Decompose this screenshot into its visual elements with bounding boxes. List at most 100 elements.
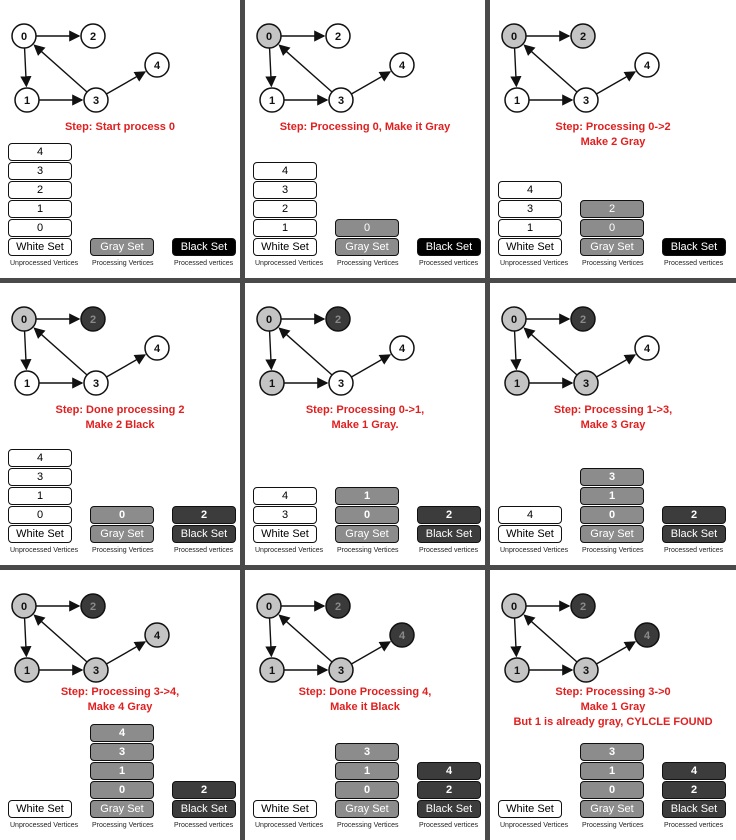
white-set-item: 1 bbox=[253, 219, 317, 237]
gray-set-caption: Processing Vertices bbox=[582, 547, 644, 554]
graph-node-2: 2 bbox=[570, 306, 596, 332]
white-set-item: 4 bbox=[8, 449, 72, 467]
gray-set-caption: Processing Vertices bbox=[337, 822, 399, 829]
edge-3-4 bbox=[596, 71, 637, 95]
white-set-label: White Set bbox=[253, 238, 317, 256]
white-set-label: White Set bbox=[498, 238, 562, 256]
edge-3-0 bbox=[278, 614, 333, 663]
step-description: Step: Processing 0->1, Make 1 Gray. bbox=[305, 404, 425, 431]
gray-set-item: 3 bbox=[580, 468, 644, 486]
graph-node-1: 1 bbox=[504, 657, 530, 683]
white-set-item: 2 bbox=[8, 181, 72, 199]
gray-set-item: 0 bbox=[580, 781, 644, 799]
panel-divider bbox=[240, 0, 245, 840]
node-label: 0 bbox=[266, 601, 272, 613]
graph-node-4: 4 bbox=[634, 335, 660, 361]
node-label: 0 bbox=[21, 314, 27, 326]
white-set-item: 3 bbox=[498, 200, 562, 218]
black-set-label: Black Set bbox=[172, 238, 236, 256]
node-label: 4 bbox=[644, 343, 651, 355]
step-description: Step: Processing 3->0 Make 1 Gray But 1 … bbox=[513, 686, 713, 728]
gray-set-item: 0 bbox=[335, 781, 399, 799]
node-label: 1 bbox=[24, 378, 30, 390]
graph-node-2: 2 bbox=[570, 593, 596, 619]
gray-set-item: 1 bbox=[335, 487, 399, 505]
black-set-item: 2 bbox=[417, 506, 481, 524]
graph-node-3: 3 bbox=[573, 370, 599, 396]
black-set-caption: Processed vertices bbox=[664, 260, 724, 267]
gray-set-caption: Processing Vertices bbox=[337, 260, 399, 267]
white-set-label: White Set bbox=[8, 525, 72, 543]
graph-node-1: 1 bbox=[259, 87, 285, 113]
node-label: 3 bbox=[93, 378, 99, 390]
graph-node-1: 1 bbox=[14, 87, 40, 113]
edge-3-0 bbox=[523, 614, 578, 663]
graph-node-3: 3 bbox=[328, 657, 354, 683]
graph-node-4: 4 bbox=[389, 52, 415, 78]
gray-set-label: Gray Set bbox=[580, 525, 644, 543]
panel-divider bbox=[0, 278, 736, 283]
white-set-item: 1 bbox=[498, 219, 562, 237]
graph-node-3: 3 bbox=[83, 370, 109, 396]
edge-0-1 bbox=[20, 617, 32, 658]
node-label: 4 bbox=[399, 60, 406, 72]
white-set-caption: Unprocessed Vertices bbox=[255, 822, 324, 829]
edge-3-0 bbox=[278, 327, 333, 376]
node-label: 3 bbox=[583, 665, 589, 677]
graph-node-0: 0 bbox=[256, 23, 282, 49]
gray-set-item: 1 bbox=[580, 487, 644, 505]
graph-node-2: 2 bbox=[325, 23, 351, 49]
gray-set-caption: Processing Vertices bbox=[92, 260, 154, 267]
gray-set-item: 0 bbox=[580, 219, 644, 237]
edge-0-1 bbox=[265, 617, 277, 658]
gray-set-caption: Processing Vertices bbox=[582, 260, 644, 267]
black-set-label: Black Set bbox=[417, 800, 481, 818]
gray-set-caption: Processing Vertices bbox=[337, 547, 399, 554]
white-set-item: 1 bbox=[8, 487, 72, 505]
step-description: Step: Processing 1->3, Make 3 Gray bbox=[553, 404, 673, 431]
node-label: 2 bbox=[335, 601, 341, 613]
gray-set-caption: Processing Vertices bbox=[92, 547, 154, 554]
black-set-caption: Processed vertices bbox=[419, 260, 479, 267]
gray-set-caption: Processing Vertices bbox=[582, 822, 644, 829]
gray-set-caption: Processing Vertices bbox=[92, 822, 154, 829]
white-set-caption: Unprocessed Vertices bbox=[10, 822, 79, 829]
step-description: Step: Done Processing 4, Make it Black bbox=[298, 686, 432, 713]
edge-3-0 bbox=[33, 327, 88, 376]
graph-node-4: 4 bbox=[389, 335, 415, 361]
step-description: Step: Start process 0 bbox=[64, 121, 176, 133]
white-set-item: 0 bbox=[8, 219, 72, 237]
node-label: 0 bbox=[266, 31, 272, 43]
edge-3-0 bbox=[523, 327, 578, 376]
graph-node-0: 0 bbox=[501, 306, 527, 332]
black-set-caption: Processed vertices bbox=[419, 547, 479, 554]
black-set-label: Black Set bbox=[172, 525, 236, 543]
graph-node-3: 3 bbox=[83, 657, 109, 683]
node-label: 0 bbox=[266, 314, 272, 326]
edge-3-4 bbox=[351, 641, 392, 665]
gray-set-label: Gray Set bbox=[90, 800, 154, 818]
graph-node-4: 4 bbox=[634, 52, 660, 78]
white-set-caption: Unprocessed Vertices bbox=[500, 547, 569, 554]
graph-node-1: 1 bbox=[504, 87, 530, 113]
step-description: Step: Processing 0->2 Make 2 Gray bbox=[555, 121, 671, 148]
edge-3-4 bbox=[596, 641, 637, 665]
white-set-label: White Set bbox=[498, 525, 562, 543]
node-label: 2 bbox=[580, 31, 586, 43]
edge-3-0 bbox=[278, 44, 333, 93]
node-label: 1 bbox=[514, 665, 520, 677]
edge-0-1 bbox=[20, 47, 32, 88]
graph-node-0: 0 bbox=[11, 593, 37, 619]
graph-node-2: 2 bbox=[570, 23, 596, 49]
black-set-label: Black Set bbox=[662, 238, 726, 256]
white-set-caption: Unprocessed Vertices bbox=[500, 260, 569, 267]
edge-0-1 bbox=[510, 330, 522, 371]
node-label: 2 bbox=[90, 31, 96, 43]
